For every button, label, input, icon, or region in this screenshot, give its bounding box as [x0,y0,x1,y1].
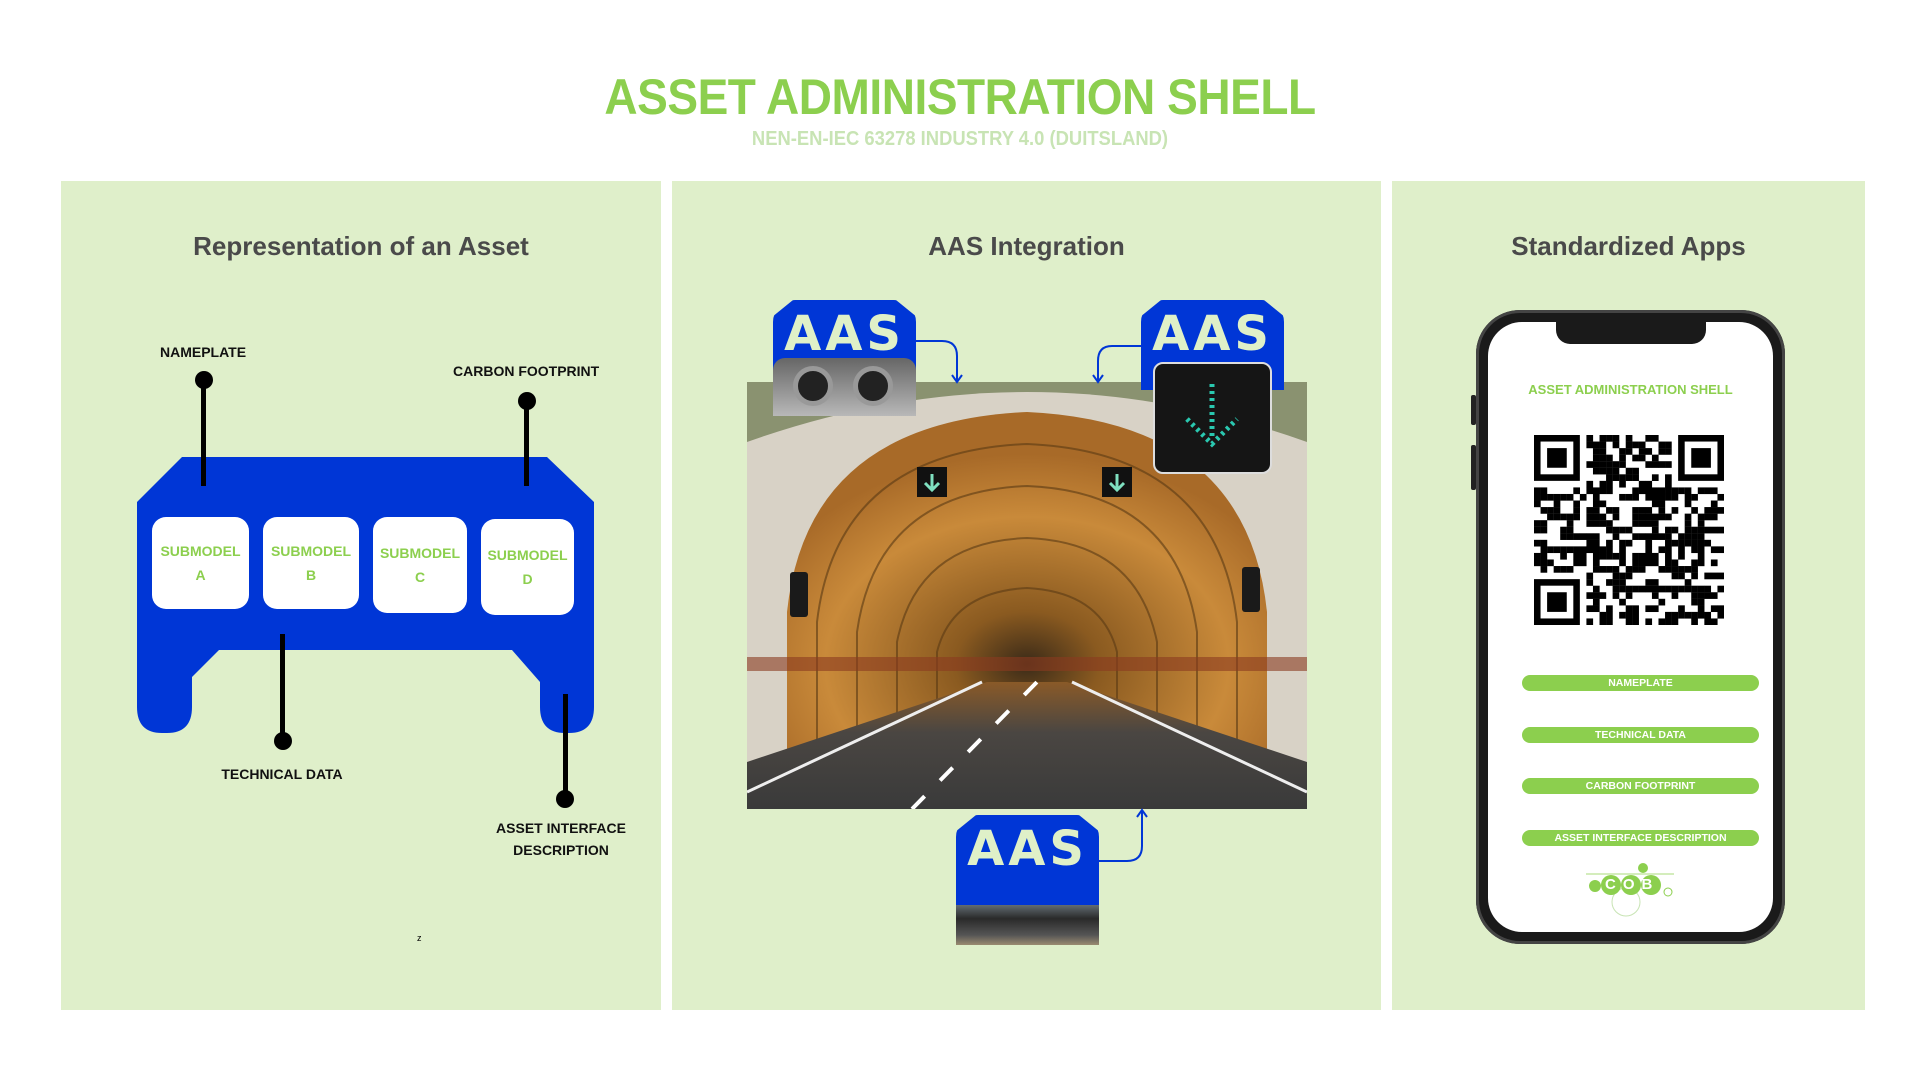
stray-mark: z [417,933,422,943]
submodel-d[interactable]: SUBMODEL D [481,519,574,615]
arrow-bottom [1098,811,1143,862]
submodel-c[interactable]: SUBMODEL C [373,517,467,613]
interface-label-line1: ASSET INTERFACE [496,820,626,836]
nameplate-label: NAMEPLATE [160,344,247,360]
submodel-a[interactable]: SUBMODEL A [152,517,249,609]
submodel-letter: C [414,569,426,585]
panel-title: Representation of an Asset [193,231,529,261]
submodel-b[interactable]: SUBMODEL B [263,517,359,609]
lane-signal-photo [1153,362,1272,474]
submodel-letter: A [195,567,206,583]
app-button-carbon-footprint[interactable]: CARBON FOOTPRINT [1522,778,1759,794]
submodel-letter: D [522,571,533,587]
submodel-label: SUBMODEL [270,543,352,559]
panel-title: Standardized Apps [1511,231,1746,261]
aas-badge-lane-signal[interactable]: AAS [1141,300,1284,474]
submodel-label: SUBMODEL [160,543,241,559]
asset-body-shape [137,457,594,733]
phone-side-button [1471,395,1476,425]
technical-pin-dot [274,732,292,750]
technical-pin-line [280,634,285,740]
smartphone: ASSET ADMINISTRATION SHELL NAMEPLATE TEC… [1471,310,1785,944]
arrow-top-right [1097,345,1142,381]
arrow-top-left [916,340,958,381]
carbon-pin-line [524,400,529,486]
phone-side-button [1471,445,1476,490]
submodel-letter: B [305,567,317,583]
nameplate-pin-line [201,380,206,486]
app-button-asset-interface[interactable]: ASSET INTERFACE DESCRIPTION [1522,830,1759,846]
interface-pin-line [563,694,568,798]
technical-data-label: TECHNICAL DATA [221,766,343,782]
cob-logo: COB [1586,862,1676,918]
submodel-label: SUBMODEL [487,547,568,563]
connector-arrows [916,340,1148,862]
cob-logo-text: COB [1605,876,1660,893]
ventilation-fan-photo [773,358,916,416]
aas-badge-ventilation[interactable]: AAS [773,300,916,416]
app-button-nameplate[interactable]: NAMEPLATE [1522,675,1759,691]
phone-notch [1556,322,1706,344]
aas-badge-road-surface[interactable]: AAS [956,815,1099,945]
page-subtitle: NEN-EN-IEC 63278 INDUSTRY 4.0 (DUITSLAND… [751,128,1169,150]
interface-label-line2: DESCRIPTION [513,842,609,858]
tunnel-photo [747,382,1307,809]
carbon-footprint-label: CARBON FOOTPRINT [453,363,600,379]
app-button-technical-data[interactable]: TECHNICAL DATA [1522,727,1759,743]
panel-title: AAS Integration [928,231,1125,261]
app-title: ASSET ADMINISTRATION SHELL [1528,382,1733,397]
page-title: ASSET ADMINISTRATION SHELL [604,69,1316,125]
aas-badge-label: AAS [956,815,1099,905]
interface-pin-dot [556,790,574,808]
submodel-label: SUBMODEL [379,545,461,561]
qr-code[interactable] [1534,435,1724,625]
phone-screen: ASSET ADMINISTRATION SHELL NAMEPLATE TEC… [1488,322,1773,932]
